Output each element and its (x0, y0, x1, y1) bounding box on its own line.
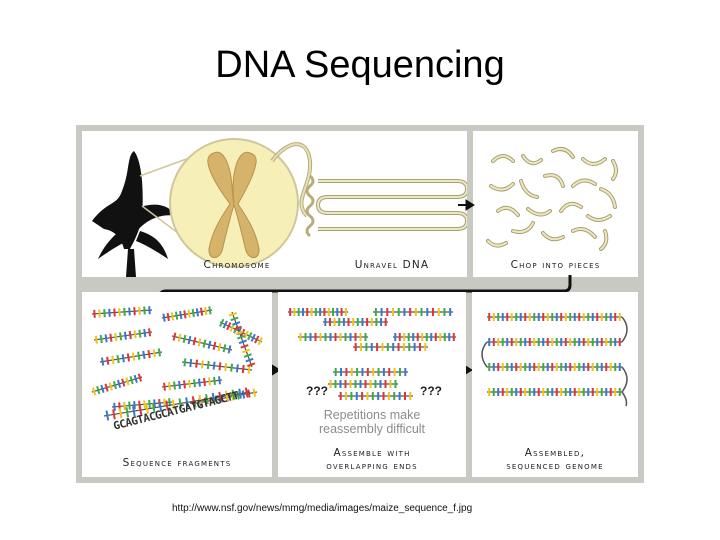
page-title: DNA Sequencing (215, 44, 505, 86)
dna-strand (228, 311, 256, 368)
dna-strand (323, 318, 388, 326)
dna-strand (328, 380, 398, 388)
dna-strand (93, 328, 153, 344)
dna-strand (288, 308, 348, 316)
assembly-illustration (288, 308, 456, 400)
genome-illustration (481, 313, 628, 407)
dna-strand (487, 388, 622, 396)
panel-chop: Chop into pieces (473, 131, 638, 277)
dna-strand (181, 358, 253, 374)
caption-fragments: Sequence fragments (122, 457, 232, 469)
source-url: http://www.nsf.gov/news/mmg/media/images… (172, 503, 473, 514)
caption-chop: Chop into pieces (510, 259, 601, 271)
repetition-note-line1: Repetitions make (323, 408, 421, 422)
dna-strand (393, 333, 456, 341)
dna-sequencing-figure: Chromosome Unravel DNA (76, 125, 644, 483)
panel-fragments: GCAGTACGCATGATGTAGCTT Sequence fragments (82, 292, 272, 477)
dna-strand (103, 387, 251, 421)
fragments-illustration (91, 306, 263, 421)
dna-strand (338, 392, 413, 400)
dna-strand (161, 376, 223, 391)
dna-strand (91, 306, 153, 318)
dna-strand (353, 343, 428, 351)
chromosome-shape (207, 151, 260, 258)
caption-assemble-line1: Assemble with (333, 447, 411, 459)
dna-strand (487, 363, 622, 371)
caption-assembled-line1: Assembled, (524, 447, 586, 459)
caption-assemble: Assemble with overlapping ends (278, 447, 466, 473)
genome-loop (481, 316, 628, 407)
unknown-left-label: ??? (306, 384, 328, 398)
panel-chromosome-unravel: Chromosome Unravel DNA (82, 131, 467, 277)
dna-strand (111, 398, 173, 411)
panel-assemble: ??? ??? Repetitions make reassembly diff… (278, 292, 466, 477)
dna-strand (487, 338, 622, 346)
repetition-note-line2: reassembly difficult (318, 422, 426, 436)
dna-strand (161, 306, 213, 322)
caption-assemble-line2: overlapping ends (326, 460, 418, 472)
dna-strand (171, 332, 233, 354)
dna-strand (298, 333, 368, 341)
maize-plant-icon (92, 151, 177, 277)
dna-strand (333, 368, 408, 376)
caption-unravel: Unravel DNA (354, 259, 430, 271)
caption-assembled: Assembled, sequenced genome (472, 447, 638, 473)
panel-assembled: Assembled, sequenced genome (472, 292, 638, 477)
unknown-right-label: ??? (420, 384, 442, 398)
caption-chromosome: Chromosome (203, 259, 271, 271)
caption-assembled-line2: sequenced genome (506, 460, 604, 472)
dna-strand (99, 348, 163, 366)
dna-strand (373, 308, 453, 316)
dna-pieces-illustration (486, 147, 618, 251)
repetition-note: Repetitions make reassembly difficult (278, 408, 466, 436)
chromosome-illustration (92, 138, 467, 277)
dna-strand (487, 313, 622, 321)
dna-strand (91, 373, 143, 396)
